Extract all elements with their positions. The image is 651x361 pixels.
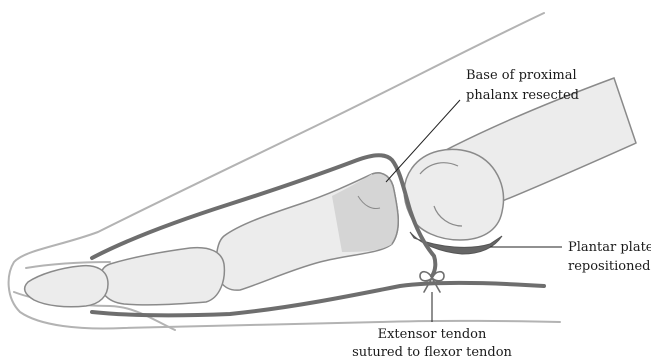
plantar-label-line2: repositioned	[568, 259, 650, 274]
resected-label-line2: phalanx resected	[466, 88, 579, 103]
resected-label-line1: Base of proximal	[466, 68, 577, 83]
proximal-phalanx	[216, 173, 399, 290]
extensor-label-line1: Extensor tendon	[378, 327, 487, 342]
plantar-label-line1: Plantar plate	[568, 240, 651, 255]
metatarsal-head	[404, 149, 503, 240]
resected-base-region	[332, 173, 398, 252]
middle-phalanx	[100, 248, 225, 305]
extensor-label-line2: sutured to flexor tendon	[352, 345, 512, 360]
distal-phalanx	[25, 266, 108, 307]
